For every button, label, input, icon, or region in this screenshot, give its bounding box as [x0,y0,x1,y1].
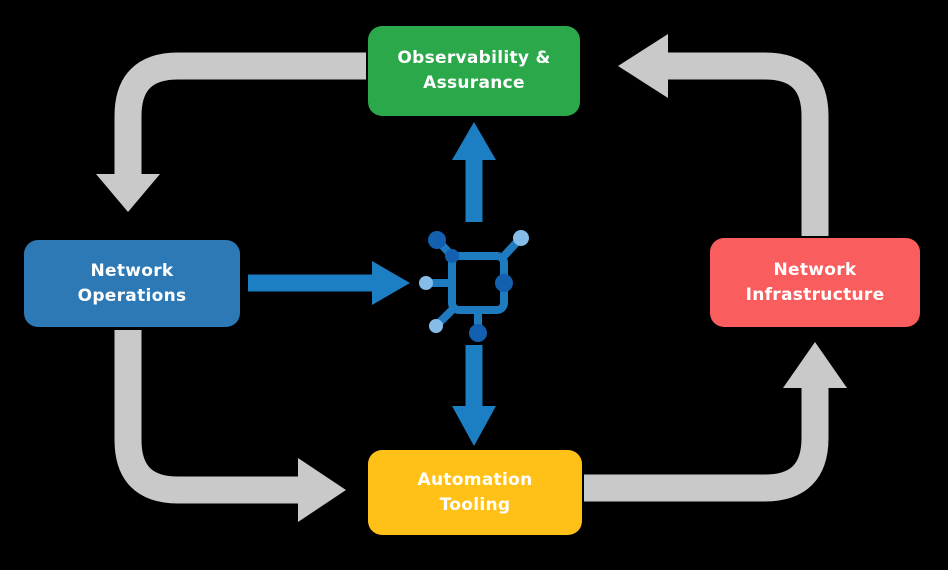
arrow-head [298,458,346,522]
node-infrastructure-label: Network Infrastructure [745,259,885,305]
arrow-head [452,406,496,446]
node-infrastructure: Network Infrastructure [710,238,920,327]
node-observability: Observability & Assurance [368,26,580,116]
node-operations-label: Network Operations [77,260,187,306]
arrow-head [783,342,847,388]
arrow-shaft [668,52,829,236]
arrow-operations-to-hub [248,261,410,305]
arrow-head [372,261,410,305]
icon-light-nodes [419,230,529,333]
arrow-shaft [114,52,366,174]
node-automation: Automation Tooling [368,450,582,535]
arrow-hub-to-automation [452,345,496,446]
arrow-operations-to-automation [114,330,346,522]
arrow-observability-to-operations [96,52,366,212]
arrow-infrastructure-to-observability [618,34,829,236]
arrow-head [452,122,496,160]
arrow-shaft [584,388,829,502]
network-nodes-icon [419,230,529,342]
arrow-head [96,174,160,212]
arrow-shaft [114,330,298,504]
node-automation-label: Automation Tooling [417,469,533,515]
arrow-head [618,34,668,98]
node-operations: Network Operations [24,240,240,327]
icon-dark-nodes [428,231,513,342]
arrow-automation-to-infrastructure [584,342,847,502]
node-observability-label: Observability & Assurance [397,48,551,93]
arrow-hub-to-observability [452,122,496,222]
